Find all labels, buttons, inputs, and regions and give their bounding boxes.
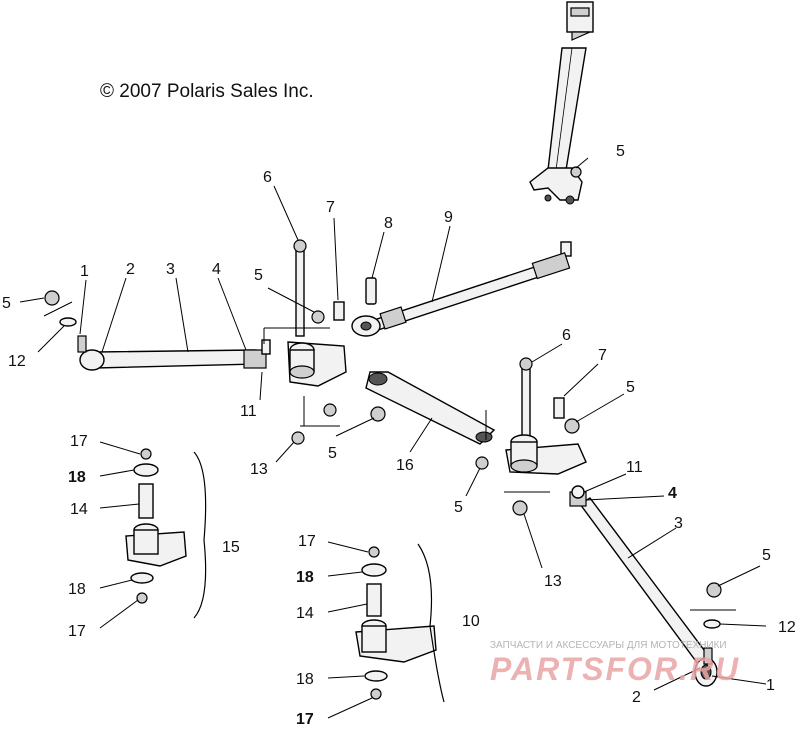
callout-7: 7 — [326, 199, 335, 216]
callout-18: 18 — [296, 569, 314, 586]
callout-5: 5 — [762, 547, 771, 564]
kit-10 — [355, 543, 445, 703]
bolt-8 — [365, 277, 377, 305]
callout-3: 3 — [166, 261, 175, 278]
nut-5-left — [44, 290, 60, 306]
callout-17: 17 — [296, 711, 314, 728]
bolt-6-left — [295, 247, 305, 337]
callout-15: 15 — [222, 539, 240, 556]
nut-5-mid — [311, 310, 325, 324]
callout-10: 10 — [462, 613, 480, 630]
callout-2: 2 — [126, 261, 135, 278]
callout-9: 9 — [444, 209, 453, 226]
copyright-text: © 2007 Polaris Sales Inc. — [100, 81, 314, 102]
callout-5: 5 — [454, 499, 463, 516]
right-tie-rod — [569, 485, 736, 687]
callout-5: 5 — [616, 143, 625, 160]
callout-7: 7 — [598, 347, 607, 364]
callout-17: 17 — [70, 433, 88, 450]
callout-6: 6 — [562, 327, 571, 344]
center-link — [365, 371, 496, 470]
callout-3: 3 — [674, 515, 683, 532]
callout-18: 18 — [296, 671, 314, 688]
nut-5-under — [323, 403, 337, 417]
watermark-caption: ЗАПЧАСТИ И АКСЕССУАРЫ ДЛЯ МОТОТЕХНИКИ — [490, 640, 727, 651]
callout-12: 12 — [778, 619, 796, 636]
nut-5-link-lower — [475, 456, 489, 470]
callout-6: 6 — [263, 169, 272, 186]
callout-13: 13 — [250, 461, 268, 478]
washer-12-left — [59, 317, 77, 327]
washer-12-right — [703, 619, 721, 629]
left-idler-arm — [263, 239, 347, 445]
callout-4: 4 — [668, 485, 677, 502]
bolt-7-right — [553, 397, 565, 419]
steering-column — [529, 1, 594, 257]
nut-5-link — [370, 406, 386, 422]
callout-16: 16 — [396, 457, 414, 474]
callout-1: 1 — [766, 677, 775, 694]
watermark: ЗАПЧАСТИ И АКСЕССУАРЫ ДЛЯ МОТОТЕХНИКИ PA… — [490, 640, 740, 687]
bolt-7-left — [333, 301, 345, 321]
callout-2: 2 — [632, 689, 641, 706]
callout-numbers: 5 6 7 8 9 1 2 3 4 5 5 12 11 13 5 16 6 7 … — [2, 143, 796, 728]
callout-14: 14 — [296, 605, 314, 622]
callout-11: 11 — [240, 403, 257, 420]
callout-18: 18 — [68, 469, 86, 486]
callout-17: 17 — [68, 623, 86, 640]
nut-13-left — [291, 431, 305, 445]
callout-5: 5 — [2, 295, 11, 312]
callout-5: 5 — [254, 267, 263, 284]
callout-11: 11 — [626, 459, 643, 476]
callout-18: 18 — [68, 581, 86, 598]
callout-12: 12 — [8, 353, 26, 370]
leader-lines — [19, 157, 767, 719]
kit-15 — [125, 448, 207, 619]
callout-13: 13 — [544, 573, 562, 590]
nut-5-far-right — [706, 582, 722, 598]
callout-5: 5 — [328, 445, 337, 462]
nut-13-right — [512, 500, 528, 516]
watermark-logo: PARTSFOR.RU — [490, 651, 740, 687]
drag-link — [351, 252, 571, 337]
right-idler-arm — [485, 357, 587, 516]
nut-5-right — [564, 418, 580, 434]
callout-5: 5 — [626, 379, 635, 396]
bolt-6-right — [521, 365, 531, 445]
callout-1: 1 — [80, 263, 89, 280]
callout-4: 4 — [212, 261, 221, 278]
column-nut — [570, 166, 582, 178]
left-tie-rod — [44, 290, 271, 371]
callout-17: 17 — [298, 533, 316, 550]
callout-8: 8 — [384, 215, 393, 232]
callout-14: 14 — [70, 501, 88, 518]
